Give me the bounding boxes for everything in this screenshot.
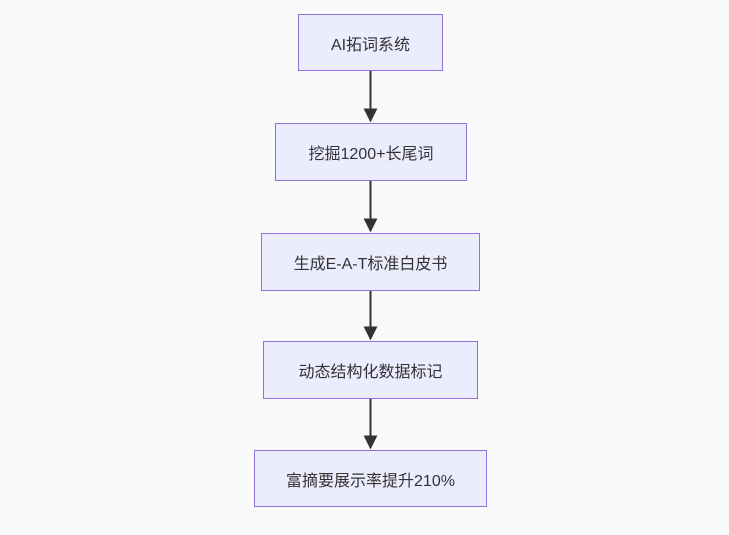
flow-node-label: AI拓词系统	[330, 36, 411, 54]
flow-node-label: 挖掘1200+长尾词	[308, 146, 434, 163]
flow-node-dynamic-structured-data-markup: 动态结构化数据标记	[263, 341, 478, 399]
flow-node-rich-snippet-rate-increase: 富摘要展示率提升210%	[254, 450, 487, 507]
flow-node-generate-eat-whitepaper: 生成E-A-T标准白皮书	[261, 233, 480, 291]
flow-node-mine-longtail-keywords: 挖掘1200+长尾词	[275, 123, 467, 181]
flow-node-label: 富摘要展示率提升210%	[286, 472, 455, 490]
flow-node-ai-word-expansion-system: AI拓词系统	[298, 14, 443, 71]
flow-node-label: 动态结构化数据标记	[298, 364, 443, 381]
flow-node-label: 生成E-A-T标准白皮书	[293, 256, 448, 273]
